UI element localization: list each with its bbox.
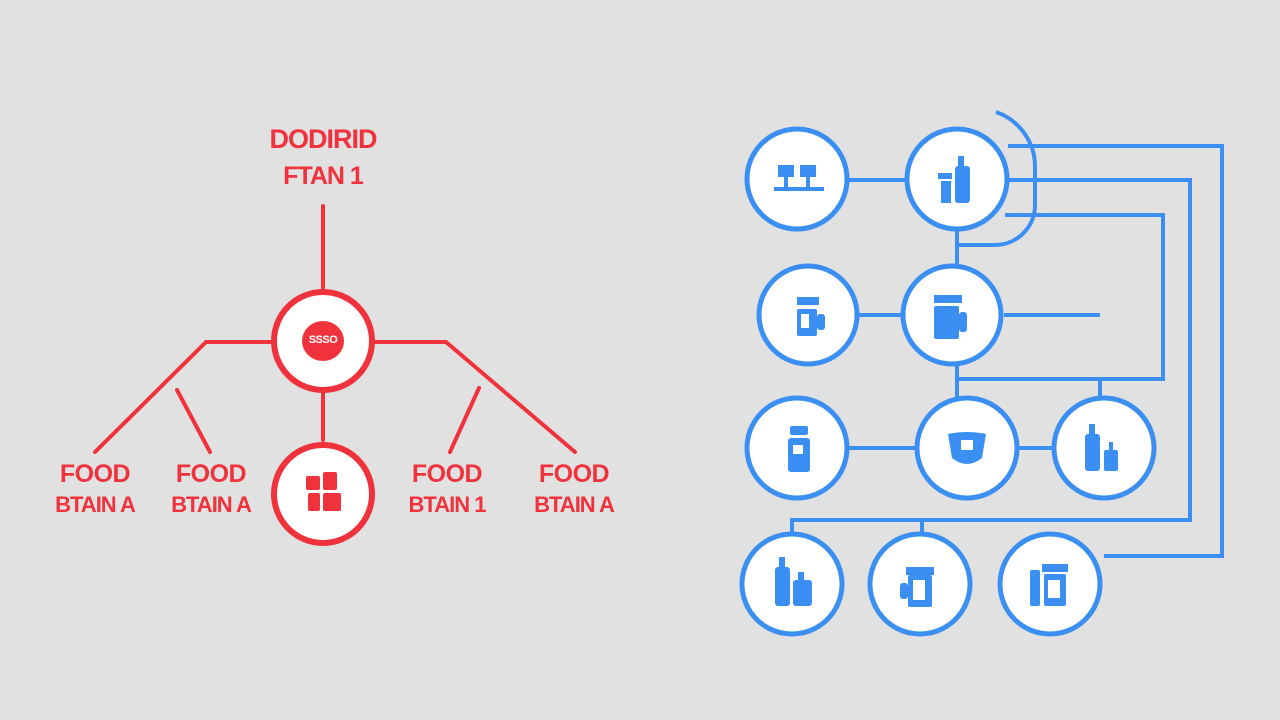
bottom-node — [271, 442, 375, 546]
tree-branch-left — [93, 340, 273, 454]
tree-title-line1: DODIRID — [269, 124, 378, 154]
leaf-2-line1: FOOD — [175, 460, 247, 488]
mug-icon — [797, 297, 825, 336]
leaf-2-line2: BTAIN A — [171, 492, 252, 517]
leaf-3-line2: BTAIN 1 — [408, 492, 487, 517]
bottle-glass-icon — [938, 156, 970, 203]
connection-network — [739, 110, 1224, 637]
leaf-1-line2: BTAIN A — [55, 492, 136, 517]
network-node-7 — [1051, 395, 1157, 501]
center-node-label: SSSO — [308, 334, 338, 346]
leaf-3-line1: FOOD — [411, 460, 483, 488]
leaf-4-line2: BTAIN A — [534, 492, 615, 517]
network-node-1 — [744, 126, 850, 232]
leaf-1-line1: FOOD — [59, 460, 131, 488]
beer-glass-icon — [934, 295, 967, 339]
shield-icon — [948, 432, 986, 464]
bottles-icon — [775, 557, 812, 606]
center-node-fill — [302, 321, 344, 361]
leaf-4-line1: FOOD — [538, 460, 610, 488]
shaker-icon — [788, 426, 810, 472]
network-connectors — [790, 110, 1224, 558]
tree-branch-right-inner — [448, 386, 481, 454]
tree-title-line2: FTAN 1 — [283, 162, 364, 190]
food-chain-tree — [93, 204, 577, 546]
tree-branch-right — [373, 340, 577, 454]
table-icon — [774, 165, 824, 191]
network-node-8 — [739, 531, 845, 637]
pitcher-icon — [900, 567, 934, 607]
bottles-icon — [1085, 424, 1118, 471]
jar-icon — [1030, 564, 1068, 606]
tree-branch-left-inner — [175, 388, 212, 454]
food-items-icon — [306, 472, 341, 511]
